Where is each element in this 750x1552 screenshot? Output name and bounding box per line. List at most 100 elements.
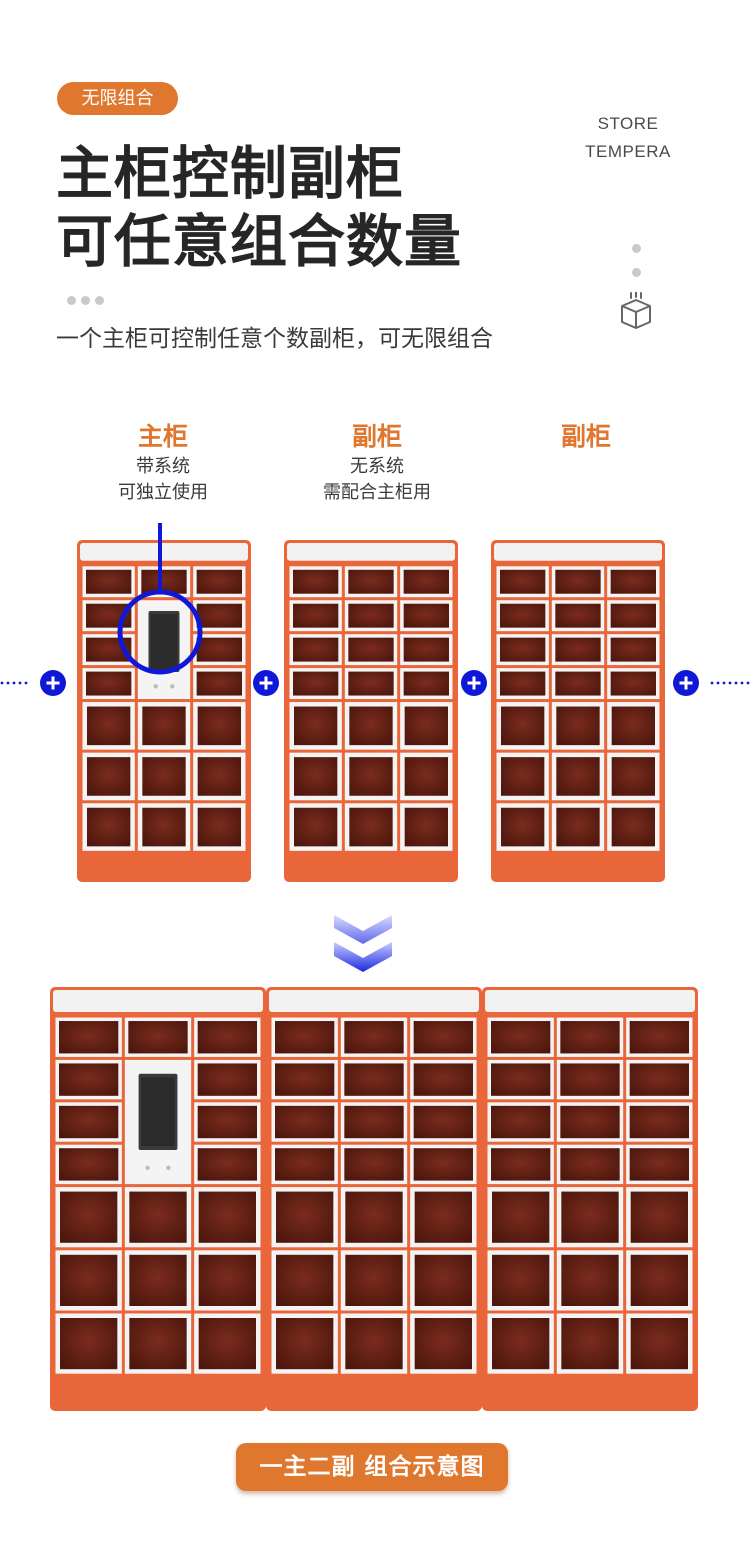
locker-door	[492, 1254, 550, 1306]
locker-door	[404, 807, 448, 847]
locker-door	[413, 1063, 473, 1096]
decor-dots-horizontal	[67, 296, 104, 305]
locker-door	[555, 603, 601, 628]
locker-door	[348, 637, 394, 662]
cabinet-desc-1: 无系统	[350, 456, 404, 477]
locker-door	[196, 637, 242, 662]
locker-door	[491, 1021, 551, 1054]
locker-door	[610, 671, 656, 696]
locker-door	[60, 1317, 118, 1370]
locker-door	[293, 637, 339, 662]
speaker-dot	[170, 684, 175, 689]
cabinet-title: 主柜	[137, 422, 188, 451]
locker-door	[414, 1254, 472, 1306]
locker-door	[491, 1148, 551, 1181]
locker-door	[276, 1254, 334, 1306]
locker-door	[345, 1317, 403, 1370]
locker-door	[556, 757, 600, 796]
cabinet-label-sub-2: 副柜	[486, 420, 686, 454]
cabinet-top-panel	[287, 543, 455, 561]
locker-door	[611, 757, 655, 796]
locker-door	[197, 807, 241, 847]
locker-door	[500, 603, 546, 628]
locker-door	[141, 569, 187, 594]
locker-door	[293, 603, 339, 628]
locker-door	[344, 1063, 404, 1096]
locker-door	[629, 1063, 689, 1096]
locker-door	[197, 1063, 257, 1096]
connector-dot	[728, 681, 732, 685]
locker-door	[197, 706, 241, 746]
headline-line-2: 可任意组合数量	[56, 209, 462, 275]
combination-caption: 一主二副 组合示意图	[236, 1443, 508, 1491]
cabinet-top-panel	[494, 543, 662, 561]
cabinet-top-panel	[269, 990, 479, 1013]
connector-dot	[716, 681, 720, 685]
locker-door	[414, 1317, 472, 1370]
connector-dot	[24, 681, 28, 685]
locker-door	[403, 671, 449, 696]
locker-door	[491, 1105, 551, 1139]
locker-door	[349, 706, 393, 746]
locker-door	[344, 1148, 404, 1181]
locker-door	[348, 569, 394, 594]
screen-display	[141, 1077, 175, 1147]
sub-cabinet	[491, 540, 665, 882]
screen-highlight-circle	[117, 589, 203, 675]
locker-door	[60, 1191, 118, 1243]
locker-door	[404, 757, 448, 796]
locker-door	[629, 1021, 689, 1054]
headline-line-1: 主柜控制副柜	[56, 141, 404, 207]
brand-logo: STORE TEMPERA	[583, 110, 673, 166]
connector-dot	[722, 681, 726, 685]
plus-circle-icon	[40, 670, 66, 696]
locker-door	[86, 671, 132, 696]
locker-door	[142, 757, 186, 796]
connector-dot	[734, 681, 738, 685]
connector-dot	[746, 681, 750, 685]
locker-door	[345, 1191, 403, 1243]
cabinet-desc-2: 需配合主柜用	[323, 482, 431, 503]
locker-door	[491, 1063, 551, 1096]
locker-door	[142, 706, 186, 746]
connector-dot	[740, 681, 744, 685]
screen-display	[150, 613, 178, 669]
locker-door	[344, 1021, 404, 1054]
locker-door	[403, 603, 449, 628]
tag-pill: 无限组合	[57, 82, 178, 115]
locker-door	[196, 603, 242, 628]
locker-door	[500, 671, 546, 696]
locker-door	[501, 757, 545, 796]
locker-door	[403, 569, 449, 594]
locker-door	[86, 569, 132, 594]
locker-door	[492, 1317, 550, 1370]
connector-dot	[710, 681, 714, 685]
speaker-dot	[153, 684, 158, 689]
locker-door	[556, 807, 600, 847]
locker-door	[87, 706, 131, 746]
locker-door	[59, 1063, 119, 1096]
locker-door	[293, 671, 339, 696]
locker-door	[414, 1191, 472, 1243]
locker-door	[197, 757, 241, 796]
locker-door	[555, 671, 601, 696]
plus-circle-icon	[253, 670, 279, 696]
locker-door	[60, 1254, 118, 1306]
cabinet-title: 副柜	[560, 422, 611, 451]
locker-door	[555, 569, 601, 594]
locker-door	[276, 1191, 334, 1243]
cabinet-label-main: 主柜 带系统 可独立使用	[63, 420, 263, 506]
cabinet-top-panel	[485, 990, 695, 1013]
locker-door	[560, 1148, 620, 1181]
locker-door	[276, 1317, 334, 1370]
locker-door	[196, 569, 242, 594]
locker-door	[560, 1105, 620, 1139]
locker-door	[611, 807, 655, 847]
locker-door	[413, 1148, 473, 1181]
subtitle: 一个主柜可控制任意个数副柜，可无限组合	[56, 326, 493, 352]
locker-door	[629, 1105, 689, 1139]
locker-door	[629, 1148, 689, 1181]
connector-dot	[18, 681, 22, 685]
locker-door	[294, 706, 338, 746]
